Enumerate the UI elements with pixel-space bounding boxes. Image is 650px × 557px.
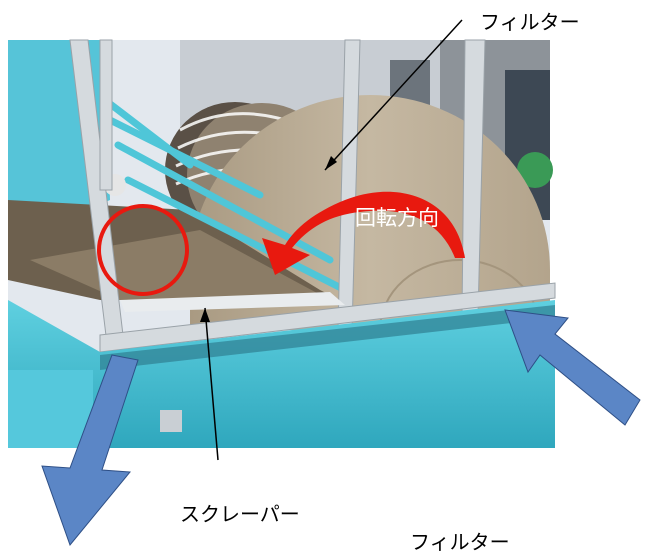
filter-label-bottom: フィルター xyxy=(410,530,510,554)
scraper-blade xyxy=(120,292,345,312)
green-tank xyxy=(517,152,553,188)
leader-filter-top xyxy=(324,19,463,171)
up-left-arrow-icon xyxy=(504,309,641,426)
curved-arrow-icon xyxy=(262,191,465,275)
photo xyxy=(8,39,556,448)
latch xyxy=(160,410,182,432)
rotation-direction-label: 回転方向 xyxy=(355,206,439,230)
down-left-arrow-icon xyxy=(41,354,139,547)
housing-lip xyxy=(100,305,555,370)
scraper-label: スクレーパー xyxy=(180,502,300,526)
circle-marker-icon xyxy=(97,204,189,296)
side-chute xyxy=(8,370,93,448)
steel-frame xyxy=(69,39,556,353)
leader-filter-top-head xyxy=(325,156,337,170)
filter-label-top: フィルター xyxy=(480,10,580,34)
leader-scraper xyxy=(204,307,219,461)
lower-housing xyxy=(8,300,555,448)
leader-scraper-head xyxy=(200,308,210,322)
